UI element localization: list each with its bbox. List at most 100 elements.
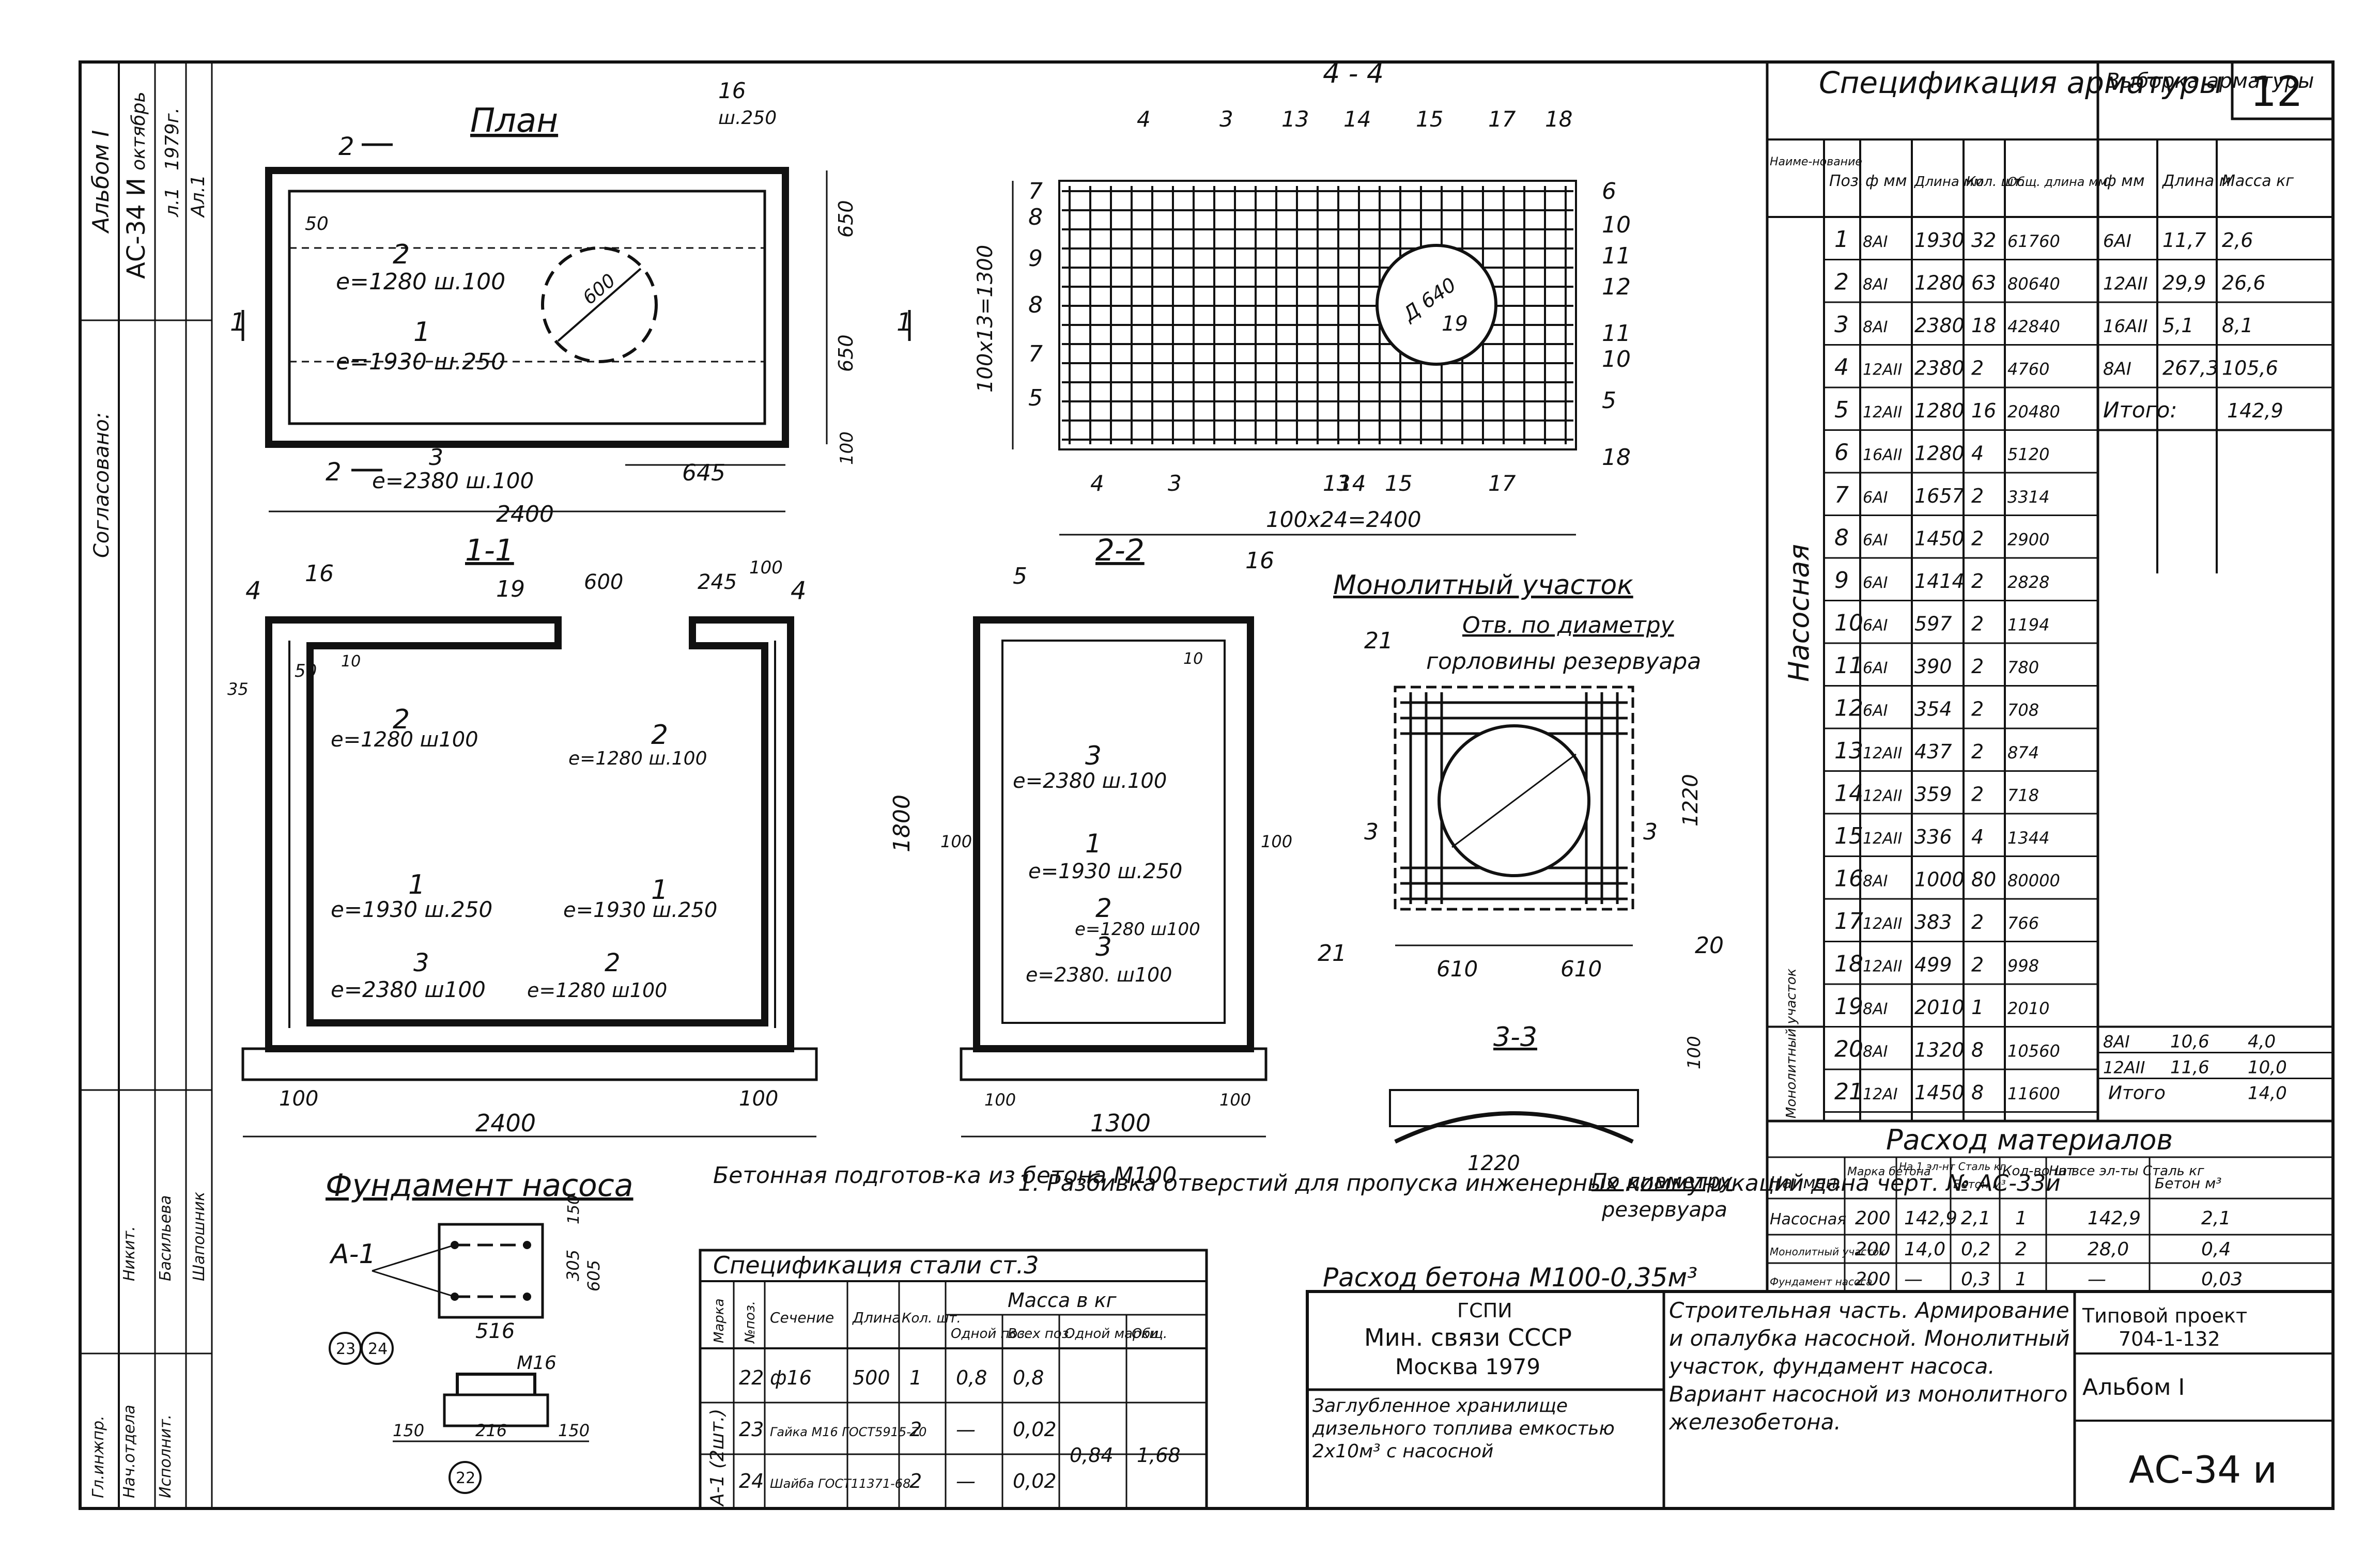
sidebar-sheet: л.1 bbox=[162, 188, 183, 217]
select-row2-dia: 8АI bbox=[2103, 1032, 2130, 1052]
plan-section-mark-2-top: 2 bbox=[338, 132, 354, 161]
section-11-dim-100: 100 bbox=[749, 557, 783, 578]
monolith-dim-w1: 610 bbox=[1436, 956, 1478, 982]
section-22-pos-b: 1 bbox=[1085, 829, 1102, 859]
section-22-dim-100b: 100 bbox=[1261, 832, 1292, 851]
rebar-row-pos: 5 bbox=[1834, 397, 1849, 423]
monolith-section: Монолитный участок Отв. по диаметру горл… bbox=[1318, 570, 1724, 982]
section-44-pos-left: 8 bbox=[1028, 292, 1043, 318]
foundation-m16: М16 bbox=[517, 1352, 557, 1374]
materials-row-cell: 2,1 bbox=[1961, 1208, 1990, 1229]
rebar-row-total: 61760 bbox=[2007, 231, 2060, 251]
plan-label-2: е=1280 ш.100 bbox=[336, 269, 505, 295]
steel-spec-cell: 1 bbox=[909, 1366, 922, 1389]
plan-dim-50: 50 bbox=[305, 213, 329, 235]
section-11-label-b: е=1280 ш.100 bbox=[568, 748, 707, 769]
sidebar-name-3: Шапошник bbox=[190, 1192, 208, 1281]
sidebar-role-1: Гл.инжпр. bbox=[89, 1415, 107, 1498]
rebar-row-pos: 11 bbox=[1834, 652, 1863, 679]
section-22-footing bbox=[960, 1047, 1268, 1081]
rebar-row-dia: 8АI bbox=[1863, 1000, 1888, 1018]
rebar-row-dia: 16АII bbox=[1863, 446, 1903, 464]
plan-view: План 600 2 е=1280 ш.100 1 е=1930 ш.250 3… bbox=[230, 78, 913, 527]
section-11-pos-f: 2 bbox=[605, 948, 621, 977]
rebar-group-monolith: Монолитный участок bbox=[1784, 968, 1799, 1118]
section-11-footing bbox=[241, 1047, 818, 1081]
select-row-length: 5,1 bbox=[2162, 314, 2193, 337]
rebar-header-dia: ф мм bbox=[1865, 172, 1907, 190]
materials-row-cell: 14,0 bbox=[1904, 1239, 1945, 1260]
monolith-note1: Отв. по диаметру bbox=[1462, 612, 1675, 639]
section-11-pos-c: 1 bbox=[408, 869, 425, 900]
foundation-dim-150a: 150 bbox=[393, 1421, 424, 1440]
select-row-mass: 105,6 bbox=[2222, 357, 2278, 380]
rebar-row-qty: 80 bbox=[1971, 868, 1996, 891]
rebar-row-pos: 7 bbox=[1834, 482, 1849, 508]
rebar-row-pos: 18 bbox=[1834, 951, 1863, 977]
rebar-row-dia: 12АII bbox=[1863, 744, 1903, 763]
materials-row-cell: 142,9 bbox=[1904, 1208, 1957, 1229]
section-44-dim-v: 100х13=1300 bbox=[973, 245, 997, 393]
rebar-spec-table: Спецификация арматуры Выборка арматуры 1… bbox=[1766, 60, 2335, 1123]
rebar-spec-title: Спецификация арматуры bbox=[1819, 65, 2223, 100]
rebar-row-dia: 12АII bbox=[1863, 787, 1903, 805]
sidebar-role-3: Исполнит. bbox=[157, 1414, 175, 1498]
rebar-row-dia: 8АI bbox=[1863, 1043, 1888, 1061]
section-44-pos-bottom: 13 bbox=[1323, 471, 1350, 496]
materials-row-cell: — bbox=[1904, 1269, 1923, 1290]
section-22-pos-c: 2 bbox=[1095, 893, 1112, 923]
steel-spec-cell: Шайба ГОСТ11371-68 bbox=[770, 1476, 910, 1491]
steel-spec-header-pos: №поз. bbox=[743, 1301, 758, 1344]
rebar-row-qty: 2 bbox=[1971, 527, 1984, 550]
select-row2-length: 10,6 bbox=[2170, 1032, 2209, 1052]
steel-spec-header-all: Всех поз. bbox=[1008, 1326, 1073, 1342]
select-row-dia: 8АI bbox=[2103, 359, 2131, 380]
foundation-title: Фундамент насоса bbox=[326, 1168, 633, 1204]
plan-outer-wall bbox=[265, 167, 789, 448]
rebar-select-title: Выборка арматуры bbox=[2106, 69, 2314, 93]
section-44-pos-bottom: 3 bbox=[1168, 471, 1182, 496]
section-44-pos-right: 11 bbox=[1602, 243, 1631, 269]
steel-spec-cell: 0,02 bbox=[1013, 1470, 1057, 1492]
section-11-title: 1-1 bbox=[465, 533, 514, 568]
rebar-row-total: 708 bbox=[2007, 701, 2039, 720]
section-11-dim-bottom-100b: 100 bbox=[739, 1087, 778, 1111]
rebar-row-pos: 6 bbox=[1834, 440, 1849, 466]
rebar-row-length: 1450 bbox=[1914, 527, 1965, 550]
rebar-row-total: 998 bbox=[2007, 956, 2039, 976]
steel-spec-cell: 0,8 bbox=[1013, 1366, 1044, 1389]
rebar-header-pos: Поз. bbox=[1829, 172, 1863, 190]
stamp-city: Москва 1979 bbox=[1395, 1354, 1540, 1379]
steel-spec-cell: — bbox=[956, 1418, 976, 1441]
section-22-mark-5: 5 bbox=[1013, 563, 1027, 589]
section-44-pos-left: 7 bbox=[1028, 178, 1043, 205]
rebar-row-dia: 6АI bbox=[1863, 489, 1888, 507]
steel-spec-header-qty: Кол. шт. bbox=[902, 1311, 961, 1326]
materials-header-grade: Марка бетона bbox=[1847, 1165, 1930, 1178]
select-header-mass: Масса кг bbox=[2222, 172, 2294, 190]
section-44-pos-bottom: 15 bbox=[1385, 471, 1412, 496]
section-22-dim-height: 1800 bbox=[889, 795, 915, 852]
rebar-row-total: 80640 bbox=[2007, 274, 2060, 294]
section-11-label-e: е=2380 ш100 bbox=[331, 977, 486, 1002]
steel-spec-cell: 2 bbox=[909, 1470, 922, 1492]
rebar-row-total: 874 bbox=[2007, 743, 2039, 763]
materials-header-steelall: На все эл-ты Сталь кг bbox=[2049, 1163, 2204, 1179]
steel-spec-header-length: Длина bbox=[852, 1309, 901, 1326]
rebar-header-name: Наиме-нование bbox=[1770, 155, 1862, 168]
rebar-row-length: 1414 bbox=[1914, 570, 1965, 593]
select-header-dia: ф мм bbox=[2103, 172, 2144, 190]
rebar-row-qty: 16 bbox=[1971, 399, 1996, 422]
section-11-label-a: е=1280 ш100 bbox=[331, 728, 478, 752]
plan-title: План bbox=[470, 102, 558, 140]
section-22-pos-a: 3 bbox=[1085, 741, 1102, 771]
rebar-row-dia: 12АII bbox=[1863, 915, 1903, 933]
plan-section-mark-2-bottom: 2 bbox=[326, 458, 342, 487]
rebar-row-total: 20480 bbox=[2007, 402, 2060, 422]
section-44-pos-left: 7 bbox=[1028, 341, 1043, 367]
monolith-note2: горловины резервуара bbox=[1426, 648, 1701, 675]
section-33-arc bbox=[1394, 1111, 1634, 1144]
